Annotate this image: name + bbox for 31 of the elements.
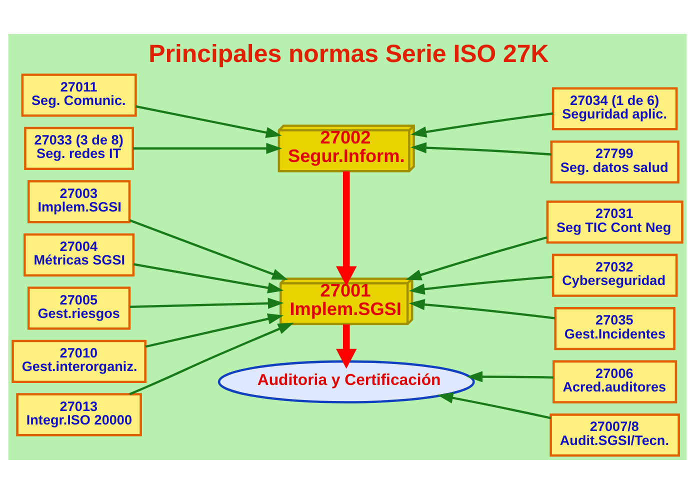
node-box: 27006 Acred.auditores <box>552 360 678 403</box>
node-box: 27799 Seg. datos salud <box>550 140 680 184</box>
arrow <box>133 262 284 293</box>
arrow <box>129 322 294 395</box>
arrow <box>336 324 357 368</box>
arrow <box>133 142 282 154</box>
arrow <box>408 275 553 294</box>
node-box: 27005 Gest.riesgos <box>28 286 131 330</box>
arrow <box>410 112 554 137</box>
arrow <box>130 297 284 308</box>
node-box: 27010 Gest.interorganiz. <box>12 339 146 382</box>
arrow <box>336 170 357 286</box>
node-box: 27004 Métricas SGSI <box>24 232 135 276</box>
node-box: 27035 Gest.Incidentes <box>554 306 676 350</box>
node-box: 27033 (3 de 8) Seg. redes IT <box>24 126 134 170</box>
node-box: 27031 Seg TIC Cont Neg <box>546 200 684 244</box>
arrow <box>406 236 548 280</box>
node-box: 27032 Cyberseguridad <box>552 253 678 296</box>
arrow <box>437 392 551 419</box>
arrow <box>129 218 288 280</box>
node-box: 27007/8 Audit.SGSI/Tecn. <box>550 413 680 456</box>
node-box: 27003 Implem.SGSI <box>28 180 131 223</box>
arrow <box>136 104 282 138</box>
node-box: 27011 Seg. Comunic. <box>21 73 137 116</box>
arrow <box>466 370 554 382</box>
diagram-title: Principales normas Serie ISO 27K <box>148 39 549 68</box>
arrow <box>408 298 556 319</box>
node-box: 27013 Integr.ISO 20000 <box>16 392 142 436</box>
arrow <box>410 142 552 156</box>
node-box: 27034 (1 de 6) Seguridad aplic. <box>552 86 678 130</box>
arrow <box>145 312 284 348</box>
